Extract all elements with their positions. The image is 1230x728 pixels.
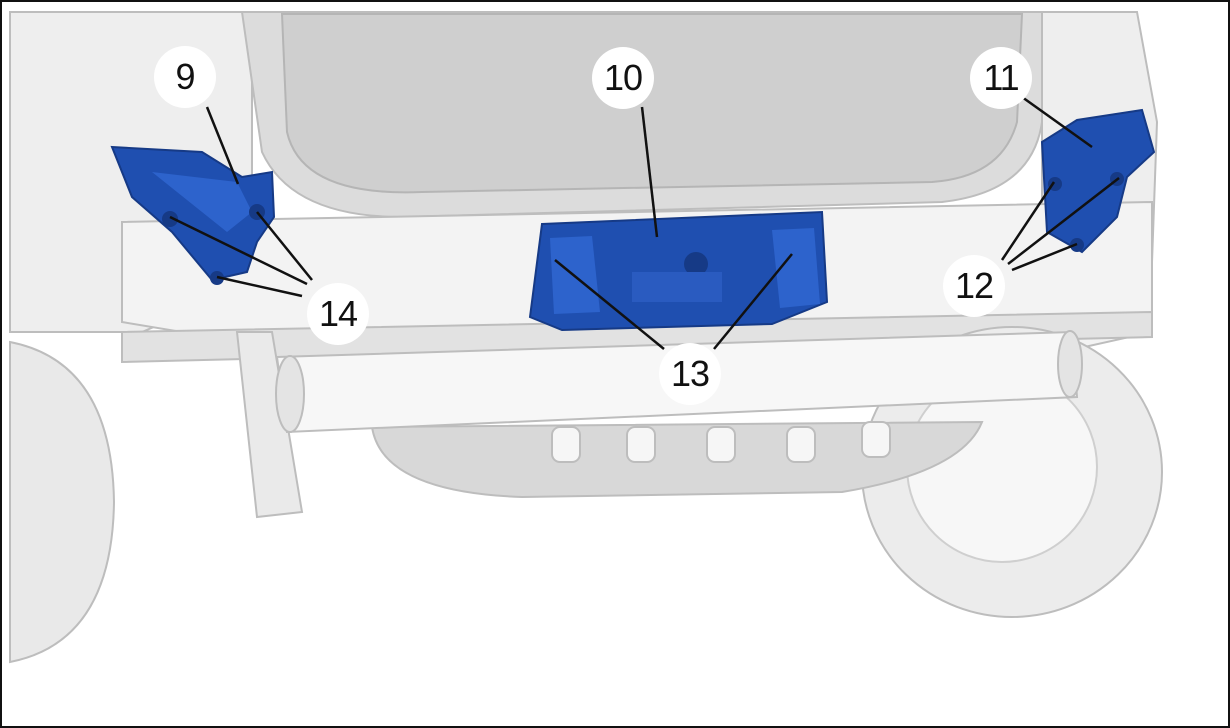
- callout-9: 9: [154, 46, 216, 108]
- underbody: [235, 331, 984, 519]
- leader-lines: [169, 95, 1120, 350]
- left-wheel: [9, 340, 116, 664]
- callout-12: 12: [943, 255, 1005, 317]
- callout-14: 14: [307, 283, 369, 345]
- callout-11: 11: [970, 47, 1032, 109]
- callout-10: 10: [592, 47, 654, 109]
- center-bracket-part: [528, 210, 829, 332]
- callout-13: 13: [659, 343, 721, 405]
